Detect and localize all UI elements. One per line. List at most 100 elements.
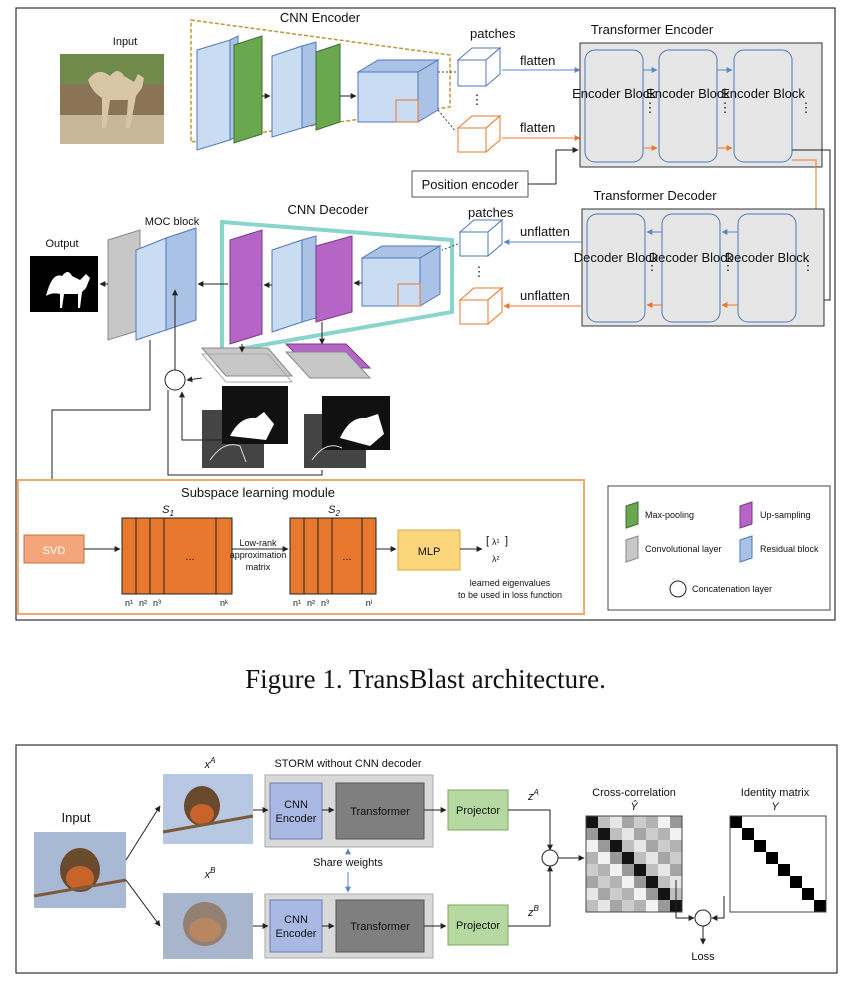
dots: ⋮ [646,258,659,273]
identity-cell [790,864,802,876]
moc-block [107,227,197,341]
xcorr-cell [610,900,622,912]
xcorr-cell [622,876,634,888]
xcorr-cell [610,816,622,828]
identity-cell [730,876,742,888]
zb-label: zB [527,904,540,919]
matrix-dots: ... [185,551,194,563]
identity-cell [754,816,766,828]
identity-cell [778,876,790,888]
legend-concat-label: Concatenation layer [692,584,772,594]
decoder-block-label: Decoder Block [649,250,734,265]
figure-1: Input CNN Encoder patches [15,7,836,621]
identity-cell [742,816,754,828]
n-labels-1: n¹ n² n³ nᵏ [125,598,229,608]
projector-box-top [447,789,509,831]
identity-cell [754,828,766,840]
xcorr-cell [658,900,670,912]
xcorr-cell [670,864,682,876]
xcorr-cell [586,828,598,840]
encoder-block-1: Encoder Block [572,49,656,163]
legend-frame [607,485,831,611]
subspace-title: Subspace learning module [181,485,335,500]
projector-box-bottom [447,904,509,946]
identity-cell [730,888,742,900]
identity-cell [778,828,790,840]
encoder-stage-2 [271,41,341,138]
identity-cell [802,888,814,900]
identity-cell [742,828,754,840]
encoder-block-3: Encoder Block [721,49,805,163]
mlp-label: MLP [418,546,441,558]
identity-cell [730,840,742,852]
xcorr-cell [610,888,622,900]
identity-cell [766,840,778,852]
matrix-dots: ... [342,551,351,563]
n-label: nᵏ [220,598,229,608]
xcorr-cell [670,852,682,864]
xcorr-cell [634,900,646,912]
legend-residual: Residual block [739,535,819,563]
identity-cell [778,864,790,876]
xcorr-cell [658,840,670,852]
identity-cell [754,852,766,864]
input-label: Input [113,36,137,48]
identity-cell [814,864,826,876]
svd-label: SVD [43,545,66,557]
legend-concat: Concatenation layer [669,580,772,598]
xcorr-cell [586,876,598,888]
legend-conv-label: Convolutional layer [645,544,722,554]
concat-circle [164,369,186,391]
fig2-input-image [33,832,127,908]
unflatten-2: unflatten [520,288,570,303]
output-label: Output [45,238,78,250]
identity-cell [754,888,766,900]
loss-circle [694,909,712,927]
decoder-block-label: Decoder Block [725,250,810,265]
xcorr-cell [634,888,646,900]
maxpool-layer [315,43,341,131]
xcorr-cell [598,864,610,876]
xcorr-cell [658,876,670,888]
identity-cell [778,852,790,864]
decoder-block-label: Decoder Block [574,250,659,265]
xcorr-cell [646,816,658,828]
xcorr-cell [670,840,682,852]
xb-label: xB [204,866,217,881]
identity-cell [790,816,802,828]
dots: ⋮ [722,258,735,273]
low-rank-label-1: Low-rank [239,538,277,548]
identity-cell [742,900,754,912]
mask-image-1 [202,386,288,468]
identity-cell [778,816,790,828]
position-encoder-label: Position encoder [422,177,520,192]
lambda1: λ¹ [492,537,500,547]
patch-dots: ⋮ [473,264,486,279]
identity-cell [754,876,766,888]
identity-label: Identity matrix [741,787,810,799]
xcorr-cell [670,816,682,828]
xcorr-cell [658,828,670,840]
xcorr-cell [634,852,646,864]
xcorr-cell [610,828,622,840]
cnn-encoder-box-bottom [269,899,323,953]
legend-conv: Convolutional layer [625,535,722,563]
decoder-block-3: Decoder Block [725,213,810,323]
input-image [60,54,164,144]
xcorr-cell [646,900,658,912]
decoder-block-1: Decoder Block [574,213,659,323]
identity-cell [778,840,790,852]
dots: ⋮ [800,100,813,115]
identity-cell [790,828,802,840]
identity-cell [766,816,778,828]
identity-cell [802,828,814,840]
upsample-layer [229,229,263,345]
identity-cell [790,900,802,912]
svd-box [23,534,85,564]
xcorr-cell [598,876,610,888]
dots: ⋮ [644,100,657,115]
cnn-decoder-title: CNN Decoder [288,202,370,217]
xcorr-cell [610,876,622,888]
identity-cell [730,816,742,828]
